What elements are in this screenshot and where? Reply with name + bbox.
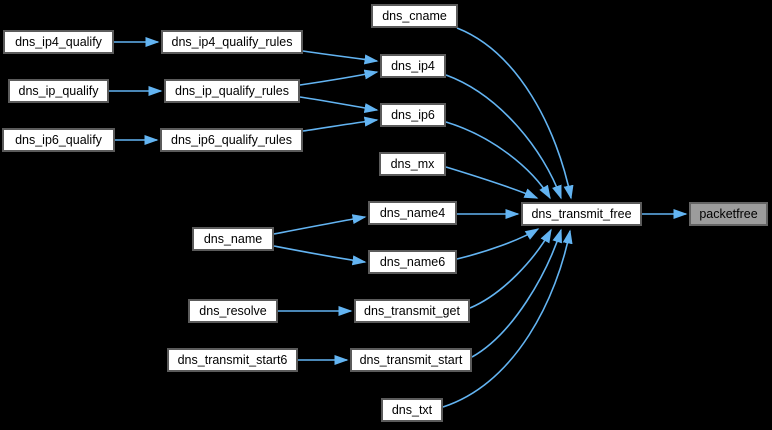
node-dns_ip4_qualify[interactable]: dns_ip4_qualify <box>3 30 114 54</box>
node-dns_resolve[interactable]: dns_resolve <box>188 299 278 323</box>
node-dns_txt[interactable]: dns_txt <box>381 398 443 422</box>
node-dns_name6[interactable]: dns_name6 <box>368 250 457 274</box>
node-dns_transmit_get[interactable]: dns_transmit_get <box>354 299 470 323</box>
edge-dns_transmit_get-to-dns_transmit_free <box>469 228 552 309</box>
node-dns_ip_qualify[interactable]: dns_ip_qualify <box>8 79 109 103</box>
edge-dns_cname-to-dns_transmit_free <box>456 27 574 200</box>
node-dns_transmit_start6[interactable]: dns_transmit_start6 <box>167 348 298 372</box>
node-dns_ip6_qualify_rules[interactable]: dns_ip6_qualify_rules <box>160 128 303 152</box>
node-packetfree[interactable]: packetfree <box>689 202 768 226</box>
edge-dns_ip_qualify_rules-to-dns_ip6 <box>299 96 379 113</box>
node-dns_ip4_qualify_rules[interactable]: dns_ip4_qualify_rules <box>161 30 303 54</box>
edge-dns_name-to-dns_name4 <box>273 214 367 235</box>
edge-dns_mx-to-dns_transmit_free <box>445 166 539 199</box>
edge-dns_ip6_qualify_rules-to-dns_ip6 <box>302 116 379 132</box>
node-dns_cname[interactable]: dns_cname <box>371 4 458 28</box>
node-dns_ip6_qualify[interactable]: dns_ip6_qualify <box>2 128 115 152</box>
edge-dns_ip6-to-dns_transmit_free <box>445 121 551 200</box>
edge-dns_ip_qualify_rules-to-dns_ip4 <box>299 69 379 86</box>
node-dns_name4[interactable]: dns_name4 <box>368 201 457 225</box>
node-dns_transmit_start[interactable]: dns_transmit_start <box>350 348 472 372</box>
node-dns_mx[interactable]: dns_mx <box>379 152 446 176</box>
edge-dns_name6-to-dns_transmit_free <box>456 228 540 260</box>
node-dns_ip4[interactable]: dns_ip4 <box>380 54 446 78</box>
node-dns_ip6[interactable]: dns_ip6 <box>380 103 446 127</box>
node-dns_transmit_free[interactable]: dns_transmit_free <box>521 202 642 226</box>
edge-dns_ip4-to-dns_transmit_free <box>445 74 562 200</box>
node-dns_name[interactable]: dns_name <box>192 227 274 251</box>
edge-dns_transmit_start-to-dns_transmit_free <box>471 228 562 358</box>
edge-dns_name-to-dns_name6 <box>273 245 367 266</box>
edge-dns_ip4_qualify_rules-to-dns_ip4 <box>302 50 379 65</box>
node-dns_ip_qualify_rules[interactable]: dns_ip_qualify_rules <box>164 79 300 103</box>
edge-dns_txt-to-dns_transmit_free <box>442 229 573 408</box>
